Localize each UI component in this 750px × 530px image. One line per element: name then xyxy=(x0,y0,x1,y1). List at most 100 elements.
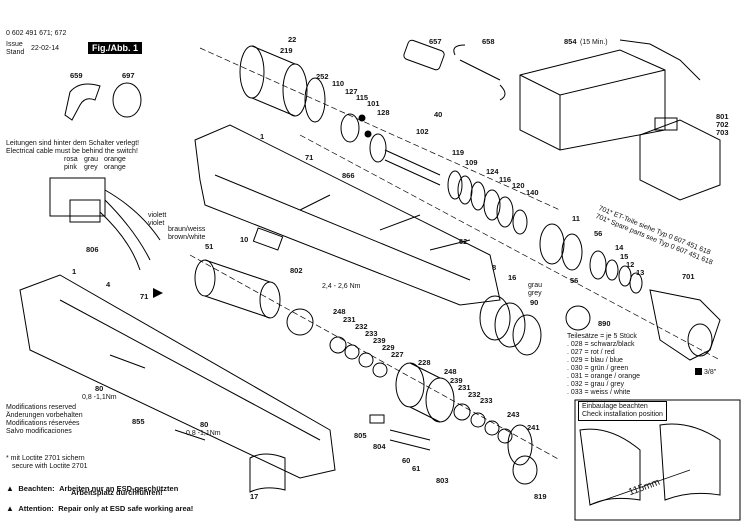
part-label-229: 229 xyxy=(382,343,395,352)
spring-kit-item: . 031 = orange / orange xyxy=(567,373,640,380)
part-label-890: 890 xyxy=(598,319,611,328)
color-grau: grau xyxy=(528,282,543,289)
esd-warning-en: ▲ Attention: Repair only at ESD safe wor… xyxy=(6,498,193,516)
spring-kit-item: . 033 = weiss / white xyxy=(567,389,631,396)
part-label-40: 40 xyxy=(434,110,443,119)
part-label-56b: 56 xyxy=(570,276,579,285)
part-label-702: 702 xyxy=(716,120,729,129)
part-label-854: 854 xyxy=(564,37,577,46)
part-label-231a: 231 xyxy=(343,315,356,324)
part-label-101: 101 xyxy=(367,99,380,108)
wire-braun-weiss: braun/weiss xyxy=(168,226,206,233)
part-label-61: 61 xyxy=(412,464,421,473)
color-grey: grey xyxy=(528,290,542,297)
part-label-241: 241 xyxy=(527,423,540,432)
part-label-90: 90 xyxy=(530,298,539,307)
part-label-119: 119 xyxy=(452,148,465,157)
part-label-701: 701 xyxy=(682,272,695,281)
part-label-659: 659 xyxy=(70,71,83,80)
part-label-62: 62 xyxy=(459,237,468,246)
part-label-233b: 233 xyxy=(480,396,493,405)
part-label-13: 13 xyxy=(636,268,645,277)
part-label-109: 109 xyxy=(465,158,478,167)
esd-icon: ▲ xyxy=(6,484,14,493)
part-label-806: 806 xyxy=(86,245,99,254)
esd-warning-de: ▲ Beachten: Arbeiten nur an ESD-geschütz… xyxy=(6,478,178,496)
charge-time-note: (15 Min.) xyxy=(580,39,608,46)
part-label-127: 127 xyxy=(345,87,358,96)
modifications-line: Modifications réservées xyxy=(6,420,80,427)
installation-note-de: Einbaulage beachten xyxy=(582,403,648,410)
wire-color-en-3: orange xyxy=(104,164,126,171)
wire-color-de-2: grau xyxy=(84,156,99,163)
torque-range-note: 2,4 - 2,6 Nm xyxy=(322,283,361,290)
beachten-text-1: Arbeiten nur an ESD-geschützten xyxy=(59,484,179,493)
part-label-703: 703 xyxy=(716,128,729,137)
loctite-note-de: * mit Loctite 2701 sichern xyxy=(6,455,85,462)
part-label-232a: 232 xyxy=(355,322,368,331)
spring-kit-item: . 030 = grün / green xyxy=(567,365,629,372)
drive-size: 3/8" xyxy=(704,369,717,376)
part-label-102: 102 xyxy=(416,127,429,136)
spring-kit-item: . 027 = rot / red xyxy=(567,349,615,356)
angle-head-701 xyxy=(649,289,721,361)
part-label-12: 12 xyxy=(626,260,635,269)
wire-violet: violet xyxy=(148,220,165,227)
handle-body-866 xyxy=(194,124,501,306)
part-label-120: 120 xyxy=(512,181,525,190)
part-label-11: 11 xyxy=(572,214,580,223)
modifications-line: Änderungen vorbehalten xyxy=(6,412,83,419)
part-label-124: 124 xyxy=(486,167,499,176)
part-label-128: 128 xyxy=(377,108,390,117)
part-label-1a: 1 xyxy=(260,132,265,141)
cable-note-de: Leitungen sind hinter dem Schalter verle… xyxy=(6,140,140,147)
installation-note-en: Check installation position xyxy=(582,411,663,418)
modifications-note: Modifications reserved Änderungen vorbeh… xyxy=(6,404,83,436)
part-label-231b: 231 xyxy=(458,383,471,392)
part-label-1b: 1 xyxy=(72,267,77,276)
part-label-855: 855 xyxy=(132,417,145,426)
part-label-56a: 56 xyxy=(594,229,603,238)
part-label-239a: 239 xyxy=(373,336,386,345)
part-label-16: 16 xyxy=(508,273,517,282)
attention-label: Attention: xyxy=(18,504,54,513)
handle-shell-lower xyxy=(19,274,336,479)
part-label-801: 801 xyxy=(716,112,729,121)
part-label-219: 219 xyxy=(280,46,293,55)
part-label-232b: 232 xyxy=(468,390,481,399)
spring-kit-item: . 032 = grau / grey xyxy=(567,381,625,388)
stand-label: Stand xyxy=(6,49,25,56)
cable-note-en: Electrical cable must be behind the swit… xyxy=(6,148,138,155)
part-label-4: 4 xyxy=(106,280,111,289)
part-label-866: 866 xyxy=(342,171,355,180)
torque-note-b: 0,8 -1,1Nm xyxy=(186,430,221,437)
part-label-658: 658 xyxy=(482,37,495,46)
part-label-51: 51 xyxy=(205,242,214,251)
part-label-110: 110 xyxy=(332,79,345,88)
part-label-71a: 71 xyxy=(305,153,314,162)
part-label-803: 803 xyxy=(436,476,449,485)
torque-note-a: 0,8 -1,1Nm xyxy=(82,394,117,401)
battery-pack-801 xyxy=(639,117,721,201)
part-label-248b: 248 xyxy=(444,367,457,376)
part-label-15: 15 xyxy=(620,252,629,261)
wire-brown-white: brown/white xyxy=(168,234,206,241)
wire-color-en-1: pink xyxy=(64,164,77,171)
part-label-805: 805 xyxy=(354,431,367,440)
beachten-text-2: Arbeitsplatz durchführen! xyxy=(71,488,163,497)
part-label-116: 116 xyxy=(499,175,512,184)
motor-housing-219 xyxy=(239,45,326,123)
spring-kit-header: Teilesätze = je 5 Stück xyxy=(567,333,637,340)
part-label-819: 819 xyxy=(534,492,547,501)
doc-number: 0 602 491 671; 672 xyxy=(6,30,67,37)
modifications-line: Salvo modificaciones xyxy=(6,428,72,435)
part-label-60: 60 xyxy=(402,456,411,465)
spring-kit-item: . 029 = blau / blue xyxy=(567,357,623,364)
wire-color-de-3: orange xyxy=(104,156,126,163)
part-label-243: 243 xyxy=(507,410,520,419)
spring-kit-list: Teilesätze = je 5 Stück . 028 = schwarz/… xyxy=(567,333,640,397)
part-label-140: 140 xyxy=(526,188,539,197)
part-label-8: 8 xyxy=(492,263,497,272)
part-label-697: 697 xyxy=(122,71,135,80)
part-label-22: 22 xyxy=(288,35,297,44)
